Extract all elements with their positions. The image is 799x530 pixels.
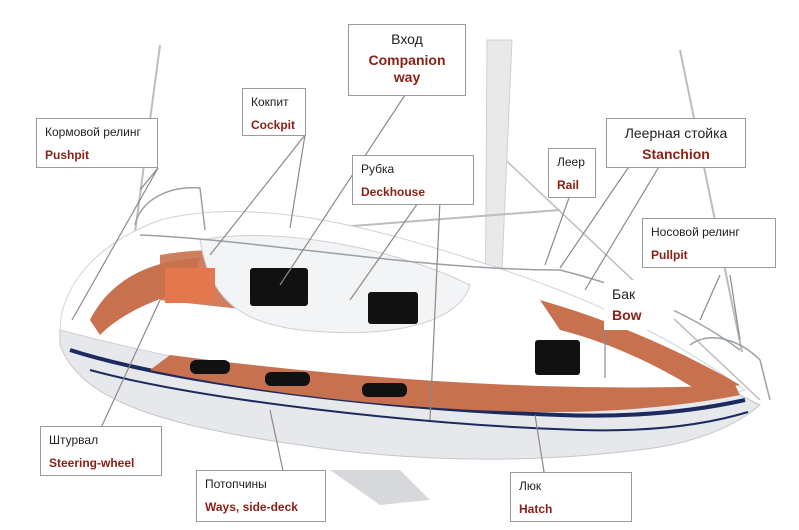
label-bow-ru: Бак [612, 286, 666, 304]
label-steering-en: Steering-wheel [49, 456, 153, 471]
label-companionway-en: Companion way [357, 52, 457, 87]
label-pushpit-en: Pushpit [45, 148, 149, 163]
label-pullpit: Носовой релинг Pullpit [642, 218, 776, 268]
label-rail-ru: Леер [557, 155, 587, 170]
label-bow-en: Bow [612, 307, 666, 325]
label-hatch-en: Hatch [519, 502, 623, 517]
label-ways: Потопчины Ways, side-deck [196, 470, 326, 522]
label-rail-en: Rail [557, 178, 587, 193]
cockpit-seat [165, 268, 215, 303]
label-deckhouse: Рубка Deckhouse [352, 155, 474, 205]
label-cockpit-en: Cockpit [251, 118, 297, 133]
label-companionway: Вход Companion way [348, 24, 466, 96]
label-hatch-ru: Люк [519, 479, 623, 494]
label-companionway-ru: Вход [357, 31, 457, 49]
label-steering: Штурвал Steering-wheel [40, 426, 162, 476]
label-stanchion-ru: Леерная стойка [615, 125, 737, 143]
label-pullpit-en: Pullpit [651, 248, 767, 263]
label-steering-ru: Штурвал [49, 433, 153, 448]
label-cockpit: Кокпит Cockpit [242, 88, 306, 136]
label-bow: Бак Bow [604, 280, 674, 330]
label-pushpit: Кормовой релинг Pushpit [36, 118, 158, 168]
label-ways-en: Ways, side-deck [205, 500, 317, 515]
label-pushpit-ru: Кормовой релинг [45, 125, 149, 140]
label-stanchion-en: Stanchion [615, 146, 737, 164]
label-ways-ru: Потопчины [205, 477, 317, 492]
label-deckhouse-en: Deckhouse [361, 185, 465, 200]
label-hatch: Люк Hatch [510, 472, 632, 522]
label-cockpit-ru: Кокпит [251, 95, 297, 110]
label-deckhouse-ru: Рубка [361, 162, 465, 177]
label-rail: Леер Rail [548, 148, 596, 198]
label-stanchion: Леерная стойка Stanchion [606, 118, 746, 168]
label-pullpit-ru: Носовой релинг [651, 225, 767, 240]
